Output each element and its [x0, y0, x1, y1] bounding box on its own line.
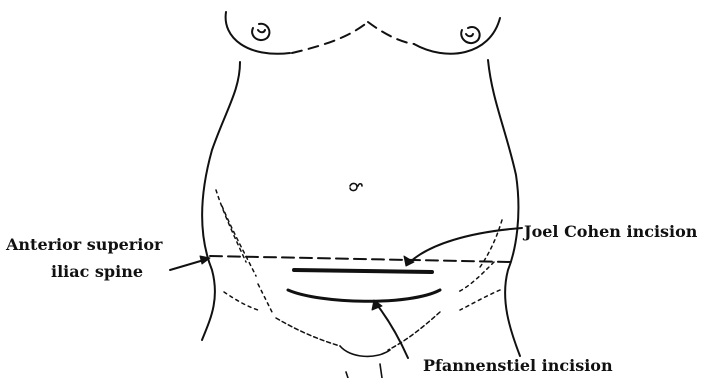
pfannenstiel-incision [288, 290, 440, 301]
joel-cohen-leader-line [410, 228, 522, 262]
left-nipple-icon [252, 24, 269, 40]
joel-cohen-incision [294, 270, 432, 272]
left-breast-outline [226, 12, 290, 54]
left-groin-line [276, 318, 340, 346]
under-breast-dashes [292, 22, 414, 53]
right-groin-line [388, 312, 440, 350]
iliac-spine-label: iliac spine [51, 262, 143, 282]
umbilicus-icon [350, 183, 362, 190]
torso-left-outline [202, 62, 240, 340]
right-breast-outline [414, 18, 500, 54]
pubic-outline [340, 346, 390, 378]
right-nipple-icon [461, 27, 479, 43]
joel-cohen-arrowhead [404, 256, 414, 266]
pfannenstiel-label: Pfannenstiel incision [423, 356, 613, 376]
asis-leader-line [170, 260, 204, 270]
torso-right-outline [488, 60, 520, 356]
joel-cohen-dashed-line [210, 256, 512, 262]
pfannenstiel-leader-line [378, 306, 408, 358]
left-iliac-shading [216, 190, 272, 312]
anterior-superior-label: Anterior superior [6, 235, 162, 255]
joel-cohen-label: Joel Cohen incision [524, 222, 697, 242]
